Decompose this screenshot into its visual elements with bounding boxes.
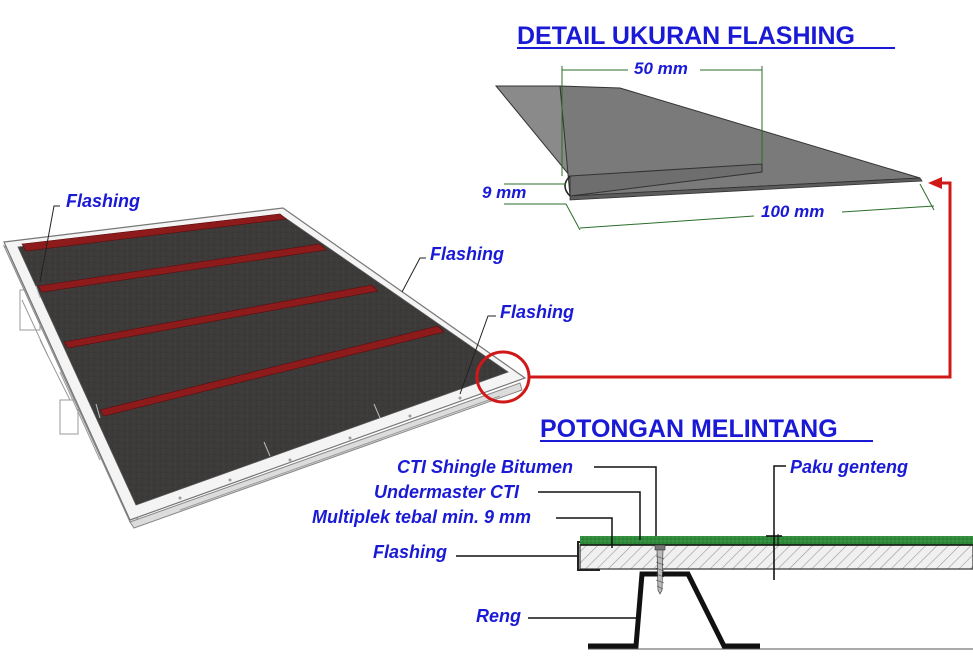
dimension-100mm — [565, 183, 935, 231]
leader-line — [459, 315, 496, 395]
callout-connector — [475, 177, 952, 404]
red-strip-2 — [37, 243, 327, 293]
label-cti-shingle: CTI Shingle Bitumen — [397, 457, 573, 477]
red-strip-4 — [99, 325, 445, 417]
roof-seams — [35, 285, 381, 457]
dim-label-100mm: 100 mm — [761, 202, 824, 221]
dim-label-50mm: 50 mm — [634, 59, 688, 78]
section-label-undermaster: Undermaster CTI — [374, 482, 641, 540]
label-undermaster: Undermaster CTI — [374, 482, 520, 502]
roof-front-frame — [129, 382, 523, 529]
flashing-front-lip — [569, 163, 763, 197]
screw — [654, 544, 666, 595]
callout-arrow-line — [529, 181, 952, 379]
roof-red-flashing-strips — [21, 213, 445, 417]
section-title: POTONGAN MELINTANG — [540, 415, 838, 443]
flashing-hem-curve — [564, 175, 571, 197]
red-strip-1 — [21, 213, 287, 252]
flashing-profile-3d — [494, 85, 923, 201]
label-multiplek: Multiplek tebal min. 9 mm — [312, 507, 531, 527]
label-flashing-section: Flashing — [373, 542, 447, 562]
roof-model — [2, 207, 527, 529]
shingle-layer — [580, 536, 973, 545]
leader-line — [39, 205, 60, 283]
roof-label-flashing-2: Flashing — [401, 244, 504, 293]
section-label-multiplek: Multiplek tebal min. 9 mm — [312, 507, 613, 548]
label-flashing-1: Flashing — [66, 191, 140, 211]
label-paku-genteng: Paku genteng — [790, 457, 908, 477]
leader-line — [401, 257, 426, 293]
reng-profile — [588, 571, 760, 649]
cross-section — [577, 532, 973, 650]
flashing-long-edge — [569, 177, 923, 201]
nail — [766, 532, 782, 580]
label-flashing-2: Flashing — [430, 244, 504, 264]
roof-label-flashing-1: Flashing — [39, 191, 140, 283]
roof-label-flashing-3: Flashing — [459, 302, 574, 395]
red-strip-3 — [63, 284, 379, 349]
section-label-paku: Paku genteng — [773, 457, 908, 532]
label-reng: Reng — [476, 606, 521, 626]
callout-arrow-head — [928, 177, 942, 189]
dimension-9mm — [504, 183, 566, 205]
label-flashing-3: Flashing — [500, 302, 574, 322]
dimension-50mm — [561, 66, 763, 176]
section-label-reng: Reng — [476, 606, 638, 626]
roof-edge-fasteners — [178, 396, 462, 500]
detail-title: DETAIL UKURAN FLASHING — [517, 22, 855, 50]
section-label-shingle: CTI Shingle Bitumen — [397, 457, 657, 536]
dim-label-9mm: 9 mm — [482, 183, 526, 202]
multiplek-board — [579, 544, 973, 570]
section-label-flashing: Flashing — [373, 542, 578, 562]
